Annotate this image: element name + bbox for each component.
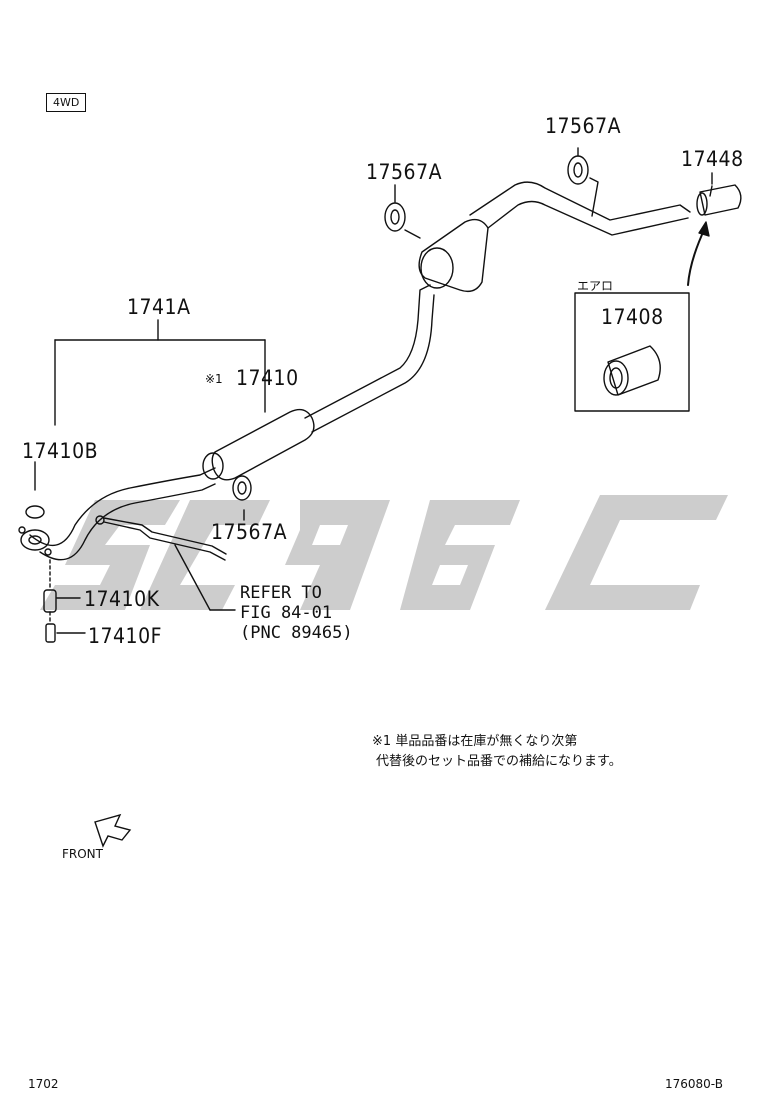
hanger-top: [567, 155, 589, 185]
hanger-low: [232, 475, 252, 501]
watermark-logo: [40, 495, 728, 610]
front-flange: [20, 529, 50, 551]
footnote-line-1: 単品品番は在庫が無くなり次第: [395, 734, 578, 749]
note-mark-17410: ※1: [205, 372, 223, 386]
aero-cutter: [603, 345, 661, 396]
footer-figure-code: 176080-B: [665, 1077, 723, 1091]
gasket: [25, 505, 45, 519]
footer-page-number: 1702: [28, 1077, 59, 1091]
tail-pipe: [469, 181, 691, 221]
part-label-17410: 17410: [236, 366, 299, 390]
bolt: [45, 623, 56, 643]
footnote-line-2: 代替後のセット品番での補給になります。: [376, 754, 622, 769]
drive-type-badge: 4WD: [46, 93, 87, 112]
part-label-17567a-mid: 17567A: [366, 160, 443, 184]
refer-note: REFER TO FIG 84-01 (PNC 89465): [240, 583, 353, 643]
front-pipe: [29, 467, 216, 547]
pointer-arrow: [687, 227, 706, 286]
part-label-17410b: 17410B: [22, 439, 99, 463]
tail-cutter: [699, 184, 742, 216]
refer-line-1: REFER TO: [240, 583, 322, 603]
front-label: FRONT: [62, 847, 103, 861]
mid-pipe: [304, 284, 431, 419]
part-label-17448: 17448: [681, 147, 744, 171]
refer-line-3: (PNC 89465): [240, 623, 353, 643]
center-muffler: [211, 408, 315, 481]
footnote-mark: ※1: [372, 734, 392, 749]
part-label-17410f: 17410F: [88, 624, 162, 648]
refer-line-2: FIG 84-01: [240, 603, 333, 623]
front-arrow: [94, 813, 132, 848]
hanger-mid: [384, 202, 421, 239]
footnote: ※1 単品品番は在庫が無くなり次第 代替後のセット品番での補給になります。: [372, 732, 622, 772]
aero-box: [574, 292, 690, 412]
main-muffler: [418, 218, 489, 293]
part-label-17567a-top: 17567A: [545, 114, 622, 138]
aero-label: エアロ: [577, 279, 614, 293]
part-label-17408: 17408: [601, 305, 664, 329]
part-label-1741a: 1741A: [127, 295, 191, 319]
part-label-17410k: 17410K: [84, 587, 160, 611]
part-label-17567a-low: 17567A: [211, 520, 288, 544]
